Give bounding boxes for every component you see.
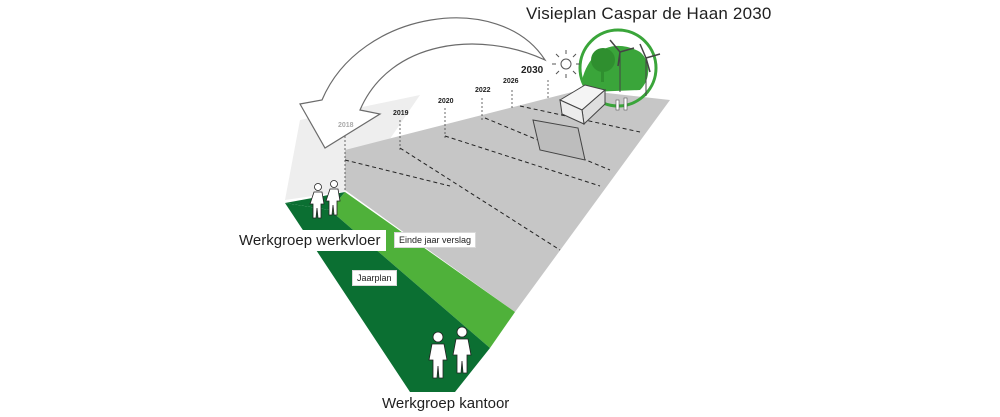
year-markers	[344, 80, 549, 190]
greenhouse-icon	[558, 84, 607, 126]
road	[345, 90, 670, 312]
year-label: 2018	[338, 122, 354, 129]
person-icon	[428, 326, 472, 379]
solar-panel-icon	[532, 119, 586, 161]
year-label: 2019	[393, 110, 409, 117]
year-label: 2020	[438, 98, 454, 105]
werkgroep-werkvloer-label: Werkgroep werkvloer	[233, 230, 387, 251]
sun-icon	[552, 50, 580, 78]
person-icon	[615, 97, 628, 111]
wind-turbine-icon	[609, 39, 661, 96]
diagram-title: Visieplan Caspar de Haan 2030	[526, 4, 772, 23]
einde-jaar-verslag-tag: Einde jaar verslag	[394, 232, 477, 248]
jaarplan-tag: Jaarplan	[352, 270, 397, 286]
year-label: 2030	[521, 65, 544, 76]
year-label: 2022	[475, 87, 491, 94]
werkgroep-kantoor-label: Werkgroep kantoor	[382, 395, 510, 412]
person-icon	[309, 180, 341, 219]
tree-icon	[591, 48, 615, 82]
year-lines	[344, 105, 641, 251]
curved-arrow-icon	[299, 17, 547, 149]
year-label: 2026	[503, 78, 519, 85]
